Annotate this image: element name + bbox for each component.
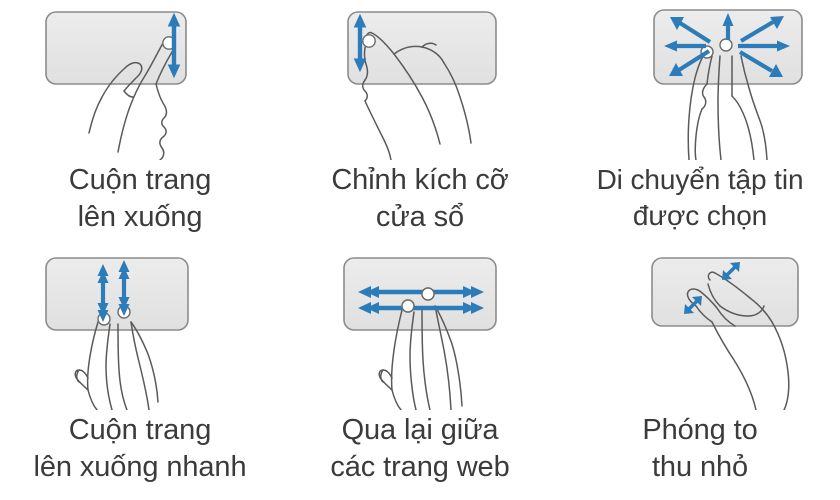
arrow-pinch-lower-left	[684, 296, 702, 314]
contact-point	[362, 34, 376, 48]
arrows-eight-way	[664, 13, 790, 77]
arrows-double-vertical	[97, 260, 130, 322]
gesture-panel-scroll-page: Cuộn trang lên xuống	[0, 0, 280, 250]
hand-outline	[687, 55, 768, 160]
touchpad-surface	[347, 11, 497, 85]
caption-scroll-page: Cuộn trang lên xuống	[0, 160, 280, 236]
contact-point	[401, 299, 415, 313]
arrow-pinch-upper-right	[722, 262, 740, 280]
hand-outline	[74, 321, 159, 410]
caption-line-1: Phóng to	[642, 414, 758, 446]
caption-line-2: được chọn	[632, 199, 768, 231]
gesture-panel-navigate-web: Qua lại giữa các trang web	[280, 250, 560, 500]
hand-outline	[378, 305, 463, 410]
hand-outline	[686, 271, 790, 410]
illustration-fast-scroll	[0, 250, 280, 410]
arrow-vertical-double	[167, 12, 181, 79]
caption-zoom: Phóng to thu nhỏ	[560, 410, 840, 486]
gesture-panel-fast-scroll: Cuộn trang lên xuống nhanh	[0, 250, 280, 500]
arrow-vertical-double	[353, 13, 367, 73]
gesture-panel-zoom: Phóng to thu nhỏ	[560, 250, 840, 500]
caption-line-2: thu nhỏ	[651, 450, 749, 483]
gesture-panel-move-selected-file: Di chuyển tập tin được chọn	[560, 0, 840, 250]
caption-resize-window: Chỉnh kích cỡ cửa sổ	[280, 160, 560, 236]
illustration-resize-window	[280, 0, 560, 160]
caption-line-2: cửa sổ	[375, 200, 465, 233]
hand-outline	[362, 31, 472, 160]
contact-point	[719, 38, 733, 52]
touchpad-surface	[651, 257, 799, 327]
gesture-panel-resize-window: Chỉnh kích cỡ cửa sổ	[280, 0, 560, 250]
illustration-move-selected-file	[560, 0, 840, 160]
caption-line-2: lên xuống	[77, 200, 203, 233]
contact-point	[421, 287, 435, 301]
caption-fast-scroll: Cuộn trang lên xuống nhanh	[0, 410, 280, 486]
caption-line-1: Chỉnh kích cỡ	[331, 164, 509, 196]
caption-line-1: Cuộn trang	[68, 164, 212, 196]
illustration-scroll-page	[0, 0, 280, 160]
caption-line-2: lên xuống nhanh	[33, 450, 247, 483]
illustration-navigate-web	[280, 250, 560, 410]
arrows-double-horizontal	[358, 286, 484, 314]
illustration-zoom	[560, 250, 840, 410]
caption-move-selected-file: Di chuyển tập tin được chọn	[560, 160, 840, 233]
caption-line-1: Di chuyển tập tin	[596, 164, 804, 195]
caption-line-2: các trang web	[330, 450, 510, 483]
caption-navigate-web: Qua lại giữa các trang web	[280, 410, 560, 486]
caption-line-1: Cuộn trang	[68, 414, 212, 446]
touchpad-surface	[45, 257, 189, 331]
caption-line-1: Qua lại giữa	[341, 414, 499, 446]
